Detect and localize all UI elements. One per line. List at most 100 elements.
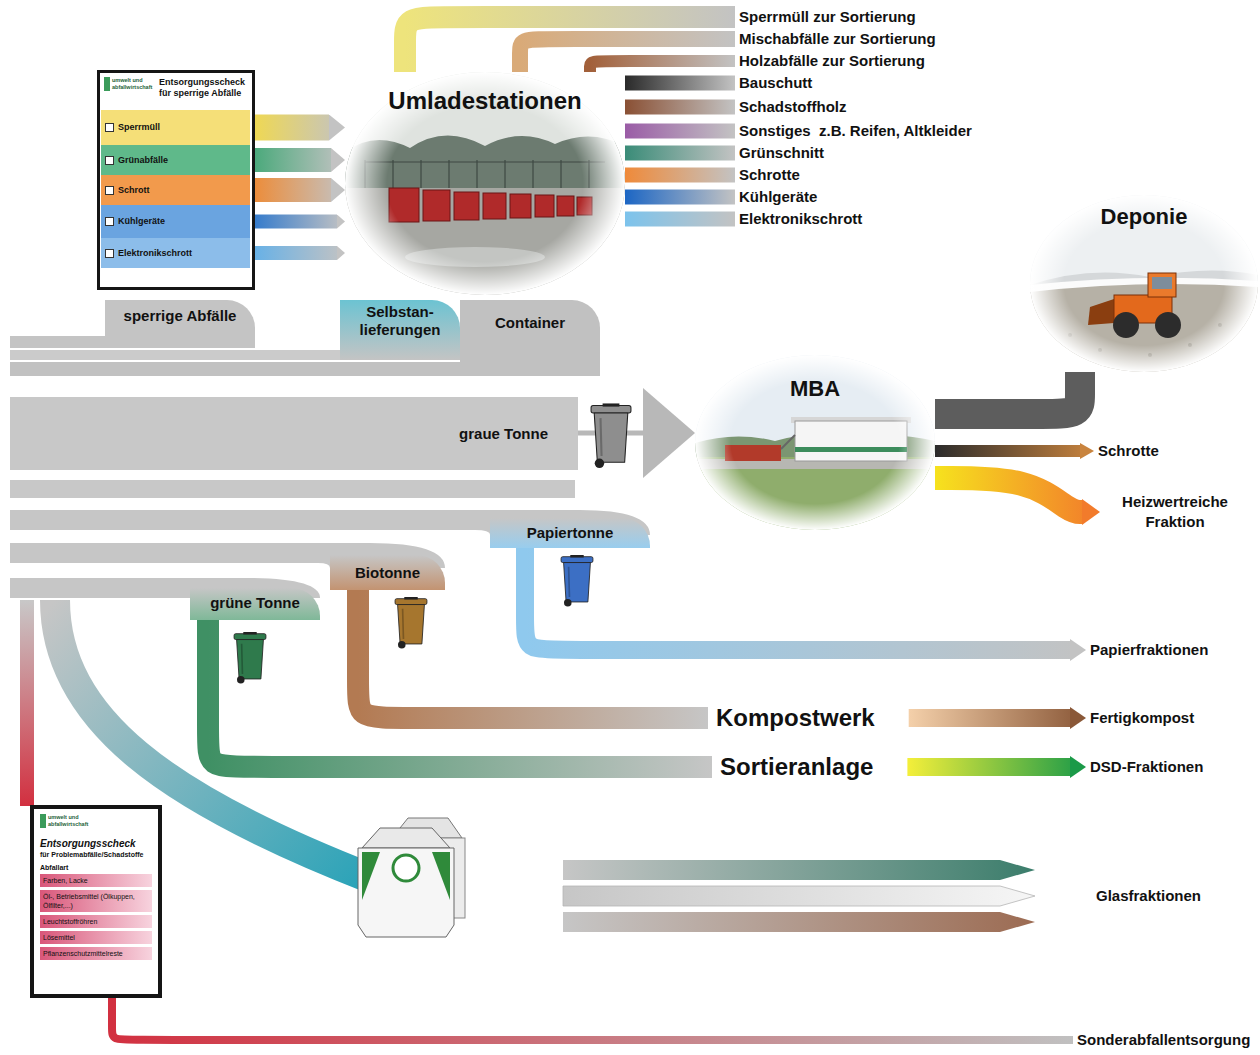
flow-connector [625, 212, 735, 227]
card-section: Kühlgeräte [101, 205, 250, 238]
flow-label-text: Holzabfälle zur Sortierung [735, 51, 929, 71]
photo-scene [695, 355, 935, 530]
flow-connector [935, 445, 1080, 457]
tab-label: grüne Tonne [196, 594, 314, 612]
plant-label: Kompostwerk [708, 703, 909, 733]
flow-label: Schrotte [1094, 441, 1163, 461]
flow-label-text: Elektronikschrott [735, 209, 866, 229]
check-box [105, 249, 114, 258]
flow-connector [909, 709, 1070, 727]
flow-connector [250, 178, 331, 202]
flow-label-text: Heizwertreiche Fraktion [1100, 492, 1250, 532]
flow-label: Glasfraktionen [1092, 886, 1205, 906]
flow-tab: sperrige Abfälle [105, 300, 255, 348]
tab-label: Container [466, 314, 594, 332]
flow-label: Sonderabfallentsorgung [1073, 1030, 1254, 1050]
flow-label-text: Kühlgeräte [735, 187, 821, 207]
card-text: Abfallart [40, 863, 152, 872]
flow-label: Sonstiges z.B. Reifen, Altkleider [735, 121, 976, 141]
band-label: graue Tonne [459, 425, 548, 443]
card-section: Elektronikschrott [101, 238, 250, 268]
flow-connector [935, 372, 1080, 414]
card-text: umwelt und abfallwirtschaft [104, 77, 156, 91]
card-text: Öl-, Betriebsmittel (Ölkuppen, Ölfilter,… [40, 890, 152, 912]
tab-label: Selbstan- lieferungen [346, 303, 454, 339]
station-title: Umladestationen [345, 72, 625, 116]
disposal-card: umwelt und abfallwirtschaftEntsorgungssc… [30, 805, 162, 998]
glass-container [362, 852, 380, 900]
photo-circle: MBA [695, 355, 935, 530]
flow-label: Sperrmüll zur Sortierung [735, 7, 920, 27]
glass-container [362, 828, 450, 848]
disposal-card: umwelt und abfallwirtschaftEntsorgungssc… [97, 70, 255, 290]
flow-tab: grüne Tonne [190, 588, 320, 620]
flow-label: Mischabfälle zur Sortierung [735, 29, 940, 49]
check-box [105, 217, 114, 226]
flow-connector [520, 39, 735, 72]
flow-label-text: Grünschnitt [735, 143, 828, 163]
photo-scene [345, 72, 625, 295]
section-label: Grünabfälle [118, 155, 168, 166]
flow-label-text: Mischabfälle zur Sortierung [735, 29, 940, 49]
flow-label: DSD-Fraktionen [1086, 757, 1207, 777]
section-label: Schrott [118, 185, 150, 196]
flow-label: Papierfraktionen [1086, 640, 1212, 660]
flow-label-text: Glasfraktionen [1092, 886, 1205, 906]
card-text: umwelt und abfallwirtschaft [40, 814, 104, 828]
flow-label: Holzabfälle zur Sortierung [735, 51, 929, 71]
flow-label-text: Kompostwerk [708, 703, 909, 733]
waste-bin [395, 597, 427, 649]
flow-connector [590, 61, 735, 72]
check-box [105, 186, 114, 195]
flow-label: Fertigkompost [1086, 708, 1198, 728]
flow-connector [907, 758, 1070, 776]
waste-bin [591, 403, 631, 468]
waste-bin [234, 632, 266, 684]
flow-connector [405, 17, 735, 72]
tab-label: Papiertonne [496, 524, 644, 542]
flow-tab: Selbstan- lieferungen [340, 300, 460, 360]
flow-label: Schadstoffholz [735, 97, 851, 117]
flow-connector [625, 146, 735, 161]
waste-bin [561, 555, 593, 607]
tab-label: Biotonne [336, 564, 439, 582]
card-text: Entsorgungsscheck [40, 837, 152, 850]
flow-connector [625, 124, 735, 139]
glass-container [432, 852, 450, 900]
flow-connector [525, 548, 1070, 650]
flow-connector [250, 148, 331, 172]
flow-label-text: Bauschutt [735, 73, 816, 93]
flow-label-text: Sperrmüll zur Sortierung [735, 7, 920, 27]
card-section: Schrott [101, 175, 250, 205]
flow-label: Bauschutt [735, 73, 816, 93]
recycling-logo [393, 855, 419, 881]
section-label: Sperrmüll [118, 122, 160, 133]
glass-container [358, 848, 454, 937]
tab-label: sperrige Abfälle [111, 307, 249, 325]
flow-connector [625, 190, 735, 205]
flow-label-text: DSD-Fraktionen [1086, 757, 1207, 777]
flow-connector [208, 620, 712, 767]
hazard-band [20, 600, 34, 806]
flow-label-text: Sonderabfallentsorgung [1073, 1030, 1254, 1050]
flow-connector [112, 998, 1073, 1040]
card-text: Pflanzenschutzmittelreste [40, 947, 152, 960]
flow-connector [625, 76, 735, 91]
glass-arrow [563, 912, 1035, 932]
flow-tab: Papiertonne [490, 518, 650, 548]
flow-connector [625, 100, 735, 115]
flow-connector [250, 246, 337, 260]
photo-circle: Deponie [1030, 195, 1258, 372]
card-section: Sperrmüll [101, 110, 250, 145]
station-title: MBA [695, 355, 935, 403]
glass-arrow [563, 860, 1035, 880]
photo-scene [1030, 195, 1258, 372]
flow-tab: Container [460, 300, 600, 376]
check-box [105, 123, 114, 132]
flow-connector [250, 215, 337, 229]
card-section: Grünabfälle [101, 145, 250, 175]
flow-tab: Biotonne [330, 555, 445, 590]
section-label: Kühlgeräte [118, 216, 165, 227]
flow-connector [250, 115, 329, 141]
